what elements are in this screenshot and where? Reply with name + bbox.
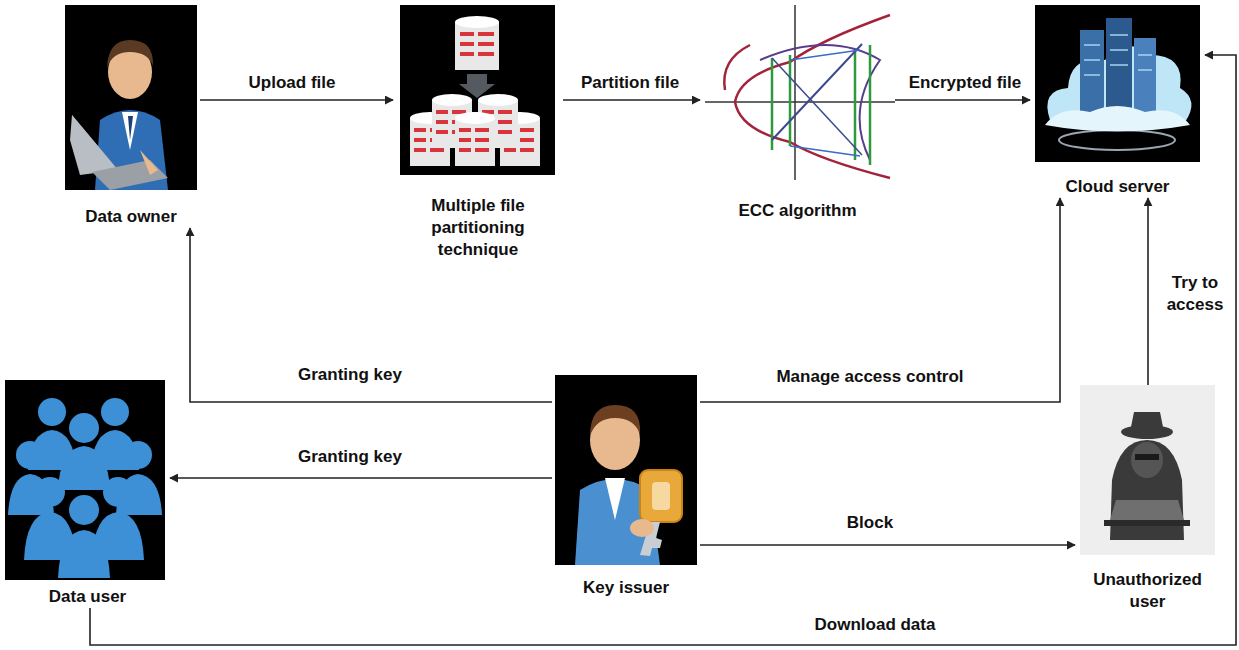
edge-label: Partition file	[562, 72, 698, 94]
icon-node: Data user	[5, 378, 170, 608]
flow-arrow	[170, 477, 552, 479]
flow-arrow	[700, 198, 1060, 402]
key-issuer-icon	[555, 375, 697, 565]
flow-arrow	[200, 99, 393, 101]
icon-node: Key issuer	[552, 375, 700, 599]
ecc-curve-icon	[705, 5, 895, 180]
node-label: Data owner	[85, 206, 177, 228]
edge-label: Granting key	[270, 364, 430, 386]
flow-arrow	[895, 99, 1030, 101]
flow-arrow	[700, 544, 1075, 546]
cloud-server-icon	[1035, 5, 1200, 162]
flow-arrow	[563, 99, 700, 101]
icon-node: Multiple file partitioning technique	[393, 5, 563, 261]
icon-node: ECC algorithm	[700, 5, 895, 222]
unauthorized-user-icon	[1080, 385, 1215, 555]
node-label: ECC algorithm	[738, 200, 856, 222]
node-label: Data user	[49, 586, 126, 608]
icon-node: Cloud server	[1030, 5, 1205, 198]
data-owner-icon	[65, 5, 197, 190]
edge-label: Download data	[775, 614, 975, 636]
edge-label: Try to access	[1157, 272, 1233, 316]
node-label: Cloud server	[1066, 176, 1170, 198]
flow-arrow	[90, 55, 1236, 645]
edge-label: Granting key	[270, 446, 430, 468]
partitioning-icon	[400, 5, 555, 175]
node-label: Key issuer	[583, 577, 669, 599]
icon-node: Data owner	[62, 5, 200, 228]
flow-arrow	[1147, 198, 1149, 385]
node-label: Unauthorized user	[1084, 569, 1212, 613]
edge-label: Upload file	[212, 72, 372, 94]
node-label: Multiple file partitioning technique	[398, 195, 558, 261]
data-user-icon	[5, 380, 165, 580]
edge-label: Encrypted file	[896, 72, 1034, 94]
edge-label: Manage access control	[755, 366, 985, 388]
icon-node: Unauthorized user	[1075, 385, 1220, 613]
edge-label: Block	[820, 512, 920, 534]
